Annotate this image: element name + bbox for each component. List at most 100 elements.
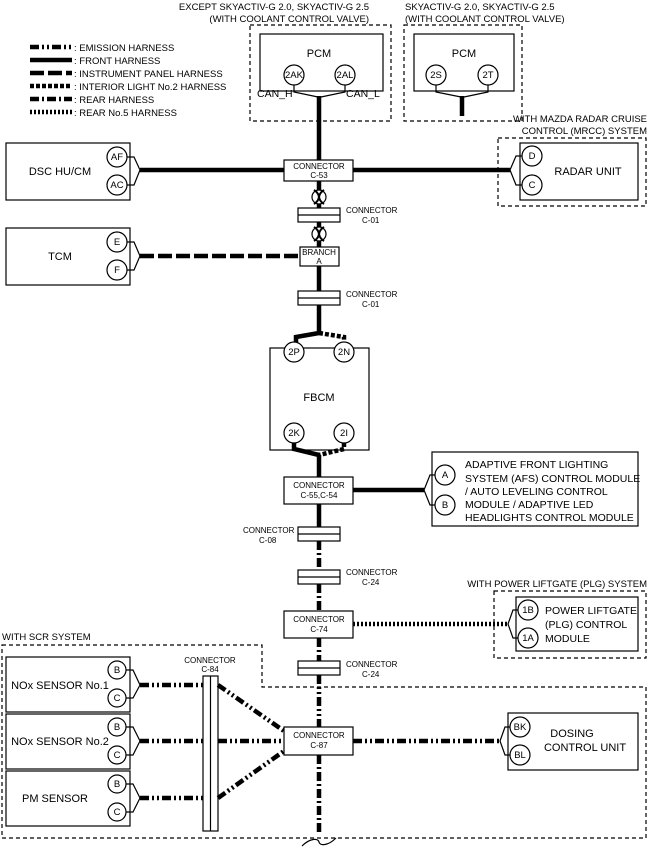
- pin-bk-label: BK: [514, 722, 527, 733]
- scr-frame: [1, 644, 647, 839]
- wire-dosing-pins: [499, 726, 510, 756]
- can-l-label: CAN_L: [346, 88, 380, 100]
- connector-c08-label: CONNECTOR: [243, 526, 295, 535]
- connector-c55-c54: [283, 476, 354, 505]
- variant-label-plg: WITH POWER LIFTGATE (PLG) SYSTEM: [467, 579, 647, 590]
- pin-2n: [333, 341, 355, 363]
- legend-label-emission: : EMISSION HARNESS: [74, 43, 174, 54]
- pin-b-nox1-label: B: [114, 665, 120, 676]
- wire-pcm1-can-l: [320, 85, 346, 98]
- pin-b-nox2-label: B: [114, 722, 120, 733]
- afs-module: [431, 451, 639, 527]
- branch-a: [299, 246, 340, 267]
- variant-label-mrcc: WITH MAZDA RADAR CRUISE: [513, 114, 647, 125]
- connector-c84-label: CONNECTOR: [184, 656, 236, 665]
- pcm-variant-1-frame: [249, 24, 392, 122]
- pin-f-label: F: [114, 265, 120, 276]
- branch-a-id: A: [316, 257, 322, 266]
- continuation-break-icon: [301, 837, 337, 847]
- pin-2s-label: 2S: [430, 70, 442, 81]
- connector-c53-id: C-53: [310, 171, 328, 180]
- dosing-control-unit-module: [507, 712, 639, 771]
- harness-fbcm-2k: [291, 443, 320, 458]
- pcm-module-1: [259, 33, 384, 92]
- connector-c53: [283, 159, 354, 182]
- wire-afs-pins: [423, 474, 435, 506]
- wire-nox2-pins: [126, 726, 141, 756]
- connector-c24-b-id: C-24: [362, 670, 380, 679]
- pcm-module-2-label: PCM: [452, 48, 476, 60]
- pin-ac-label: AC: [110, 180, 123, 191]
- variant-label-mrcc-sub: CONTROL (MRCC) SYSTEM: [522, 126, 647, 137]
- mrcc-frame: [497, 137, 647, 207]
- pin-af-label: AF: [111, 152, 123, 163]
- harness-c84-pm-to-c87: [216, 749, 286, 800]
- connector-c24-a-label: CONNECTOR: [346, 568, 398, 577]
- wire-pcm2-a: [435, 85, 462, 98]
- nox-sensor-1-label: NOx SENSOR No.1: [11, 680, 109, 692]
- pin-2al-label: 2AL: [337, 70, 354, 81]
- twisted-pair-icon: [311, 226, 327, 242]
- pm-sensor-label: PM SENSOR: [22, 793, 88, 805]
- afs-label-line-1: ADAPTIVE FRONT LIGHTING: [465, 459, 608, 471]
- pcm-variant-2-frame: [403, 24, 523, 122]
- connector-c55-id: C-55,C-54: [301, 491, 338, 500]
- wire-pcm1-can-h: [293, 85, 319, 98]
- pin-bl-label: BL: [514, 750, 526, 761]
- wire-dsc-pins: [127, 156, 141, 186]
- wire-pm-pins: [126, 783, 141, 813]
- dosing-label-line-2: CONTROL UNIT: [544, 742, 626, 754]
- twisted-pair-icon: [311, 189, 327, 205]
- connector-c74-label: CONNECTOR: [293, 615, 345, 624]
- connector-c84-id: C-84: [201, 665, 219, 674]
- variant-label-except-skyactiv-sub: (WITH COOLANT CONTROL VALVE): [209, 14, 369, 25]
- pcm-module-1-label: PCM: [307, 48, 331, 60]
- branch-a-label: BRANCH: [302, 248, 336, 257]
- connector-c24-a-id: C-24: [362, 578, 380, 587]
- connector-c01-a-label: CONNECTOR: [346, 206, 398, 215]
- afs-label-line-5: HEADLIGHTS CONTROL MODULE: [465, 512, 634, 524]
- legend-label-rear: : REAR HARNESS: [74, 95, 154, 106]
- wire-plg-pins: [507, 609, 518, 639]
- connector-c01-b-id: C-01: [362, 300, 380, 309]
- plg-label-line-2: (PLG) CONTROL: [545, 619, 627, 631]
- wire-tcm-pins: [127, 241, 141, 271]
- connector-c01-a-id: C-01: [362, 216, 380, 225]
- wire-radar-pins: [509, 155, 522, 186]
- radar-unit-label: RADAR UNIT: [554, 166, 622, 178]
- connector-c55-label: CONNECTOR: [293, 481, 345, 490]
- pin-1b-label: 1B: [522, 605, 534, 616]
- plg-label-line-1: POWER LIFTGATE: [545, 605, 637, 617]
- tcm-label: TCM: [48, 251, 72, 263]
- legend: : EMISSION HARNESS : FRONT HARNESS : INS…: [30, 43, 226, 119]
- pin-2ak-label: 2AK: [285, 70, 304, 81]
- connector-c01-b-label: CONNECTOR: [346, 290, 398, 299]
- harness-fbcm-2i: [318, 443, 347, 458]
- legend-label-instrument: : INSTRUMENT PANEL HARNESS: [74, 69, 223, 80]
- pin-2n-label: 2N: [338, 347, 350, 358]
- wire-nox1-pins: [126, 669, 141, 699]
- pin-1a-label: 1A: [522, 633, 534, 644]
- variant-label-except-skyactiv: EXCEPT SKYACTIV-G 2.0, SKYACTIV-G 2.5: [179, 2, 369, 13]
- connector-c08-id: C-08: [259, 536, 277, 545]
- plg-label-line-3: MODULE: [545, 633, 590, 645]
- pin-b-afs-label: B: [442, 500, 448, 511]
- connector-c24-b-label: CONNECTOR: [346, 660, 398, 669]
- can-h-label: CAN_H: [257, 88, 293, 100]
- connector-c87-id: C-87: [310, 741, 328, 750]
- pin-b-pm-label: B: [114, 779, 120, 790]
- pin-c-nox1-label: C: [114, 693, 121, 704]
- pin-d-label: D: [529, 151, 536, 162]
- pin-e-label: E: [114, 237, 120, 248]
- afs-label-line-3: / AUTO LEVELING CONTROL: [465, 486, 608, 498]
- nox-sensor-2-label: NOx SENSOR No.2: [11, 736, 109, 748]
- connector-c53-label: CONNECTOR: [293, 162, 345, 171]
- pin-c-radar-label: C: [529, 180, 536, 191]
- pin-c-nox2-label: C: [114, 750, 121, 761]
- connector-c87-label: CONNECTOR: [293, 731, 345, 740]
- afs-label-line-4: MODULE / ADAPTIVE LED: [465, 499, 594, 511]
- harness-c84-nox1-to-c87: [216, 683, 286, 733]
- pin-2k-label: 2K: [288, 428, 300, 439]
- wire-pcm2-b: [463, 85, 489, 98]
